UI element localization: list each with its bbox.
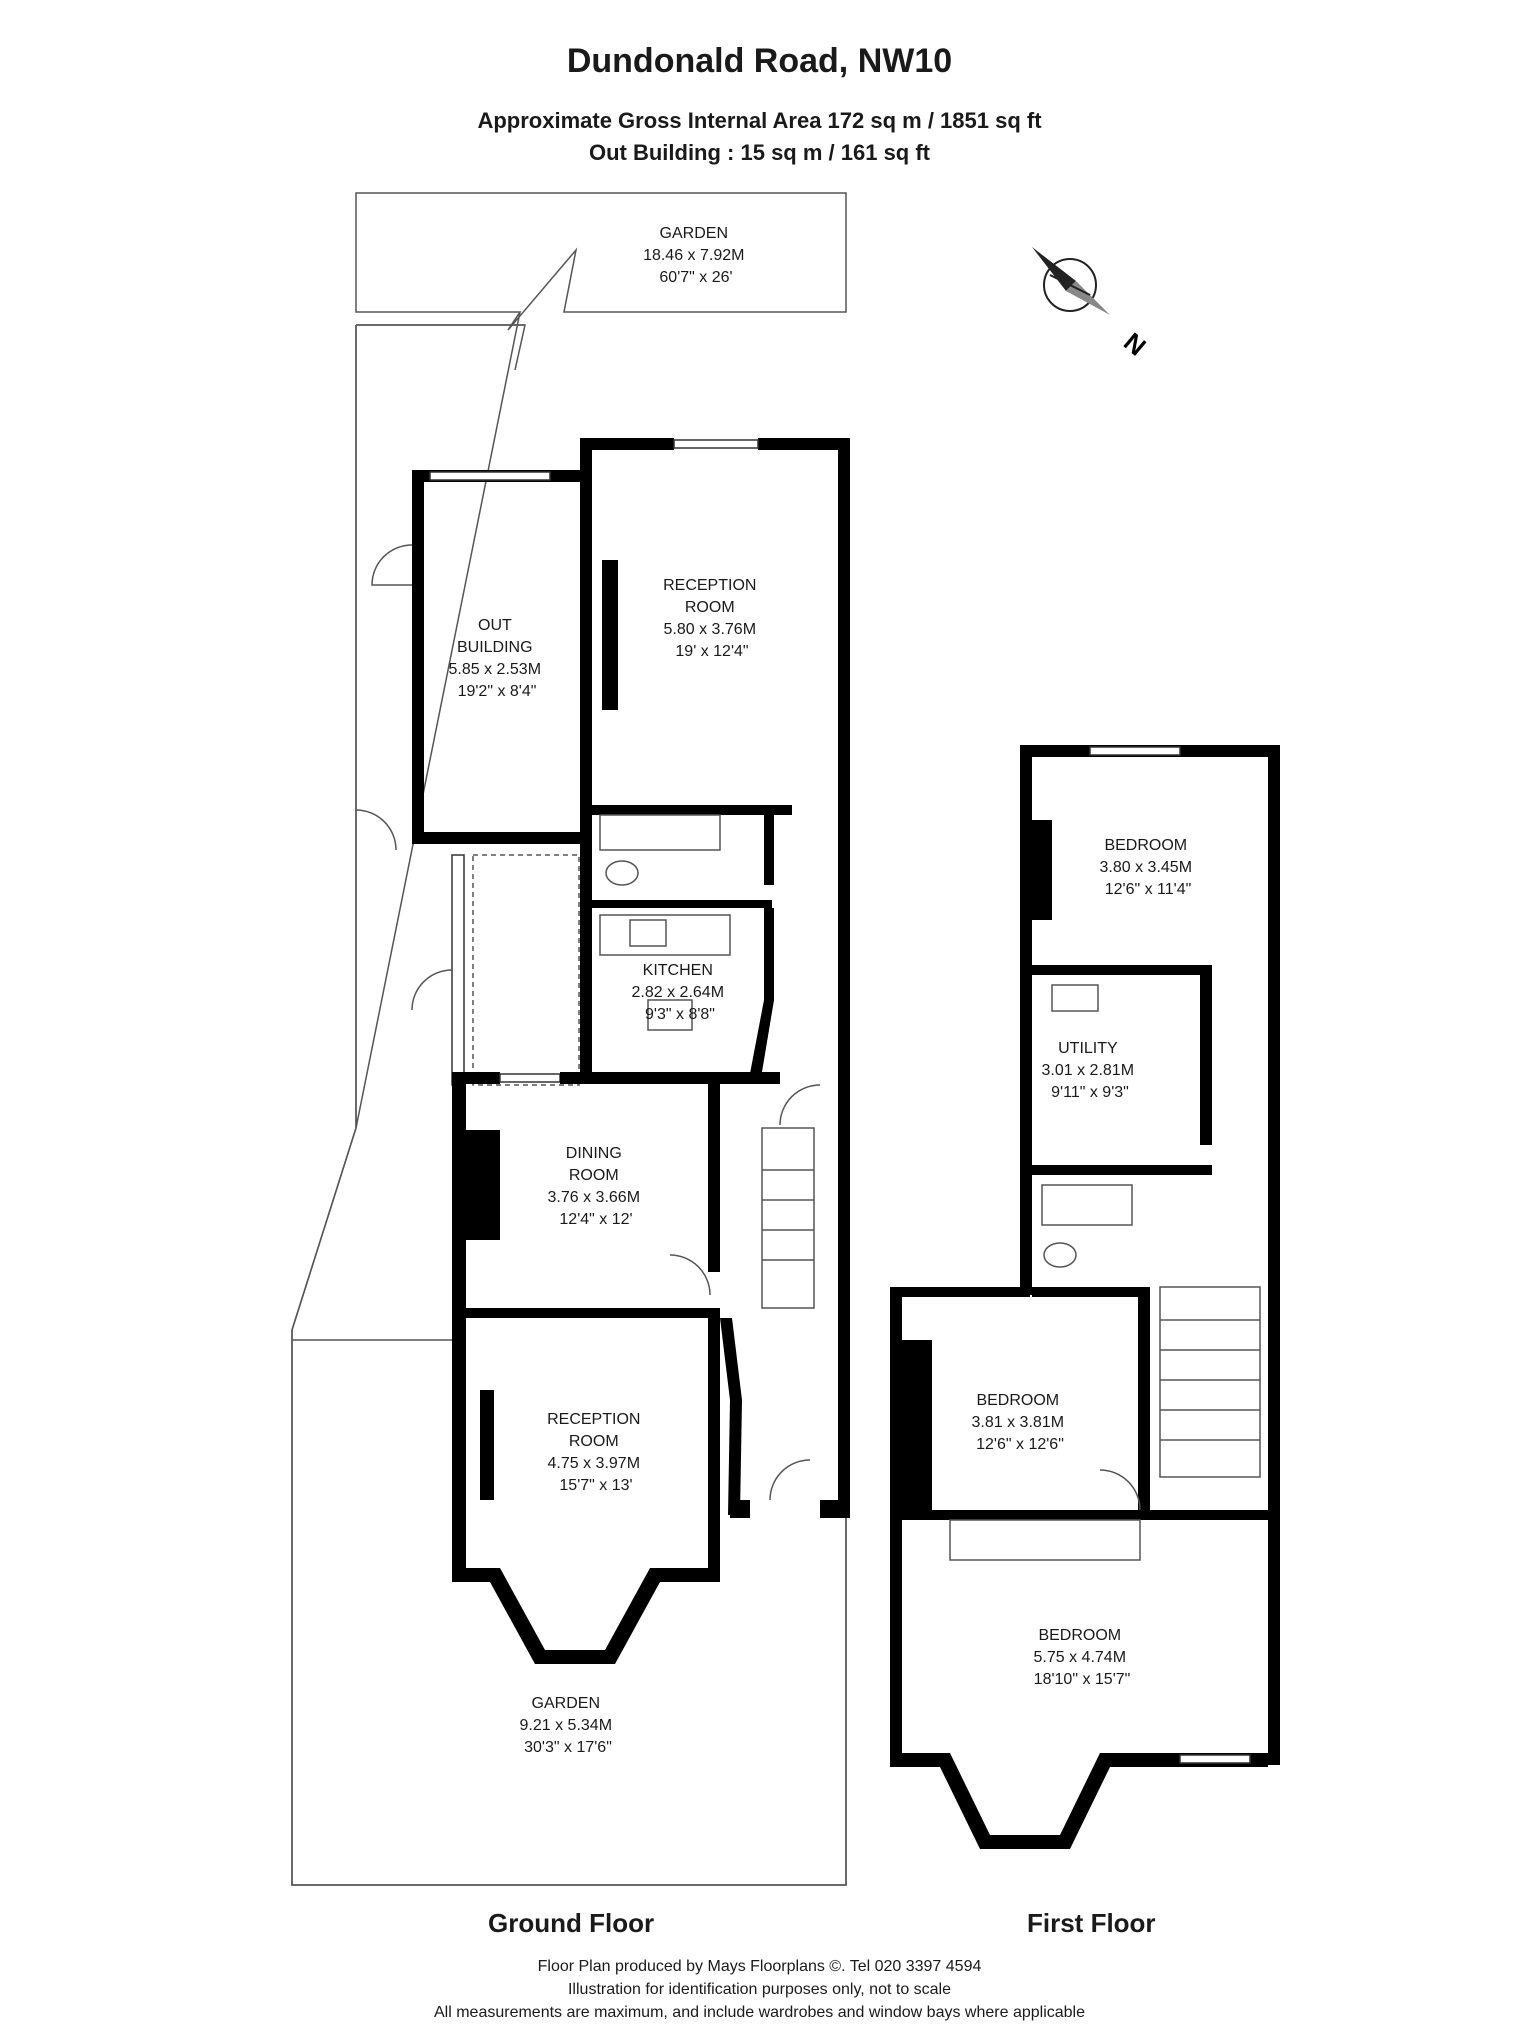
ff-wc xyxy=(1043,1242,1077,1268)
ff-wall-utility-right xyxy=(1200,975,1212,1145)
ff-chimney-rear xyxy=(1032,820,1052,920)
room-out-building: OUT BUILDING 5.85 x 2.53M 19'2" x 8'4" xyxy=(449,617,546,700)
wall-porch-left xyxy=(730,1500,750,1518)
compass-icon xyxy=(1032,247,1110,315)
hall-door xyxy=(779,1084,821,1126)
footer-credit: Floor Plan produced by Mays Floorplans ©… xyxy=(537,1958,982,1975)
page-title: Dundonald Road, NW10 xyxy=(566,42,953,80)
kitchen-worktop xyxy=(599,914,731,956)
ff-wall-mid-right xyxy=(1138,1290,1150,1520)
staircase xyxy=(761,1127,815,1309)
ff-chimney-mid xyxy=(902,1340,932,1520)
bathtub xyxy=(599,814,721,851)
room-garden-front: GARDEN 9.21 x 5.34M 30'3" x 17'6" xyxy=(520,1695,617,1756)
ff-wall-bath-bottom xyxy=(1032,1287,1150,1297)
wall-reception-front-bay xyxy=(452,1318,720,1664)
room-reception-rear: RECEPTION ROOM 5.80 x 3.76M 19' x 12'4" xyxy=(663,577,761,660)
wc xyxy=(605,860,639,886)
footer-disclaimer: Illustration for identification purposes… xyxy=(567,1981,952,1998)
room-dining: DINING ROOM 3.76 x 3.66M 12'4" x 12' xyxy=(548,1145,645,1228)
chimney-breast-dining xyxy=(466,1130,500,1240)
wall-outbuilding-left xyxy=(412,470,424,840)
wall-reception-top-right xyxy=(758,438,850,450)
ff-wall-mid-bottom xyxy=(902,1510,1272,1520)
side-passage-outline xyxy=(291,311,847,1886)
kitchen-sink xyxy=(629,919,667,947)
room-reception-front: RECEPTION ROOM 4.75 x 3.97M 15'7" x 13' xyxy=(547,1411,645,1494)
front-garden-boundary xyxy=(291,1127,847,1886)
compass-north-label: N xyxy=(1118,327,1152,362)
first-floor-label: First Floor xyxy=(1027,1908,1156,1938)
ff-wall-utility-bath xyxy=(1032,1165,1212,1175)
room-bedroom-rear: BEDROOM 3.80 x 3.45M 12'6" x 11'4" xyxy=(1100,837,1197,898)
room-bedroom-front: BEDROOM 5.75 x 4.74M 18'10" x 15'7" xyxy=(1034,1627,1131,1688)
ff-bedroom-mid-door xyxy=(1099,1469,1141,1511)
side-return-glazing xyxy=(472,854,580,1086)
wall-dining-bottom xyxy=(466,1308,720,1318)
ground-floor-label: Ground Floor xyxy=(488,1908,655,1938)
ff-wall-front-bay xyxy=(890,1510,1268,1849)
outbuilding-area-line: Out Building : 15 sq m / 161 sq ft xyxy=(588,140,931,165)
wall-right-main xyxy=(838,438,850,1518)
room-garden-top: GARDEN 18.46 x 7.92M 60'7" x 26' xyxy=(643,225,749,286)
wall-dining-top-mid xyxy=(560,1072,582,1084)
wall-reception-bottom xyxy=(592,805,792,815)
outbuilding-window xyxy=(429,471,551,481)
wall-porch-right xyxy=(820,1500,850,1518)
ff-wall-bed-utility xyxy=(1032,965,1212,975)
room-bedroom-mid: BEDROOM 3.81 x 3.81M 12'6" x 12'6" xyxy=(972,1392,1069,1453)
front-door xyxy=(769,1459,811,1501)
dining-window xyxy=(499,1073,561,1083)
ff-wardrobe xyxy=(949,1519,1141,1561)
wall-reception-left xyxy=(580,438,592,818)
wall-reception-top-left xyxy=(580,438,674,450)
wall-bath-right xyxy=(764,805,774,885)
wall-bath-kitchen xyxy=(592,900,772,908)
french-doors xyxy=(673,439,759,449)
room-kitchen: KITCHEN 2.82 x 2.64M 9'3" x 8'8" xyxy=(632,962,729,1023)
outbuilding-door xyxy=(371,544,413,586)
dining-door xyxy=(669,1254,711,1296)
kitchen-hob xyxy=(647,999,693,1031)
ff-front-window xyxy=(1179,1754,1251,1764)
wall-kitchen-bottom xyxy=(580,1072,780,1084)
stair-treads xyxy=(762,1169,814,1261)
wall-hall-angled xyxy=(720,1318,742,1515)
gross-area-line: Approximate Gross Internal Area 172 sq m… xyxy=(477,108,1042,133)
ff-staircase xyxy=(1159,1286,1261,1478)
side-door xyxy=(411,969,453,1011)
ff-utility-sink xyxy=(1051,984,1099,1012)
ff-wall-left-upper xyxy=(1020,745,1032,1295)
wall-outbuilding-bottom xyxy=(412,832,592,844)
wall-dining-right xyxy=(708,1072,720,1272)
wall-dining-top-left xyxy=(466,1072,500,1084)
wall-kitchen-angled xyxy=(748,908,774,1084)
garden-top-outline xyxy=(355,192,847,331)
room-utility: UTILITY 3.01 x 2.81M 9'11" x 9'3" xyxy=(1042,1040,1139,1101)
ff-bedroom-rear-window xyxy=(1089,746,1181,756)
ff-stair-treads xyxy=(1160,1319,1260,1441)
ff-wall-mid-top xyxy=(902,1287,1030,1297)
chimney-breast-reception xyxy=(602,560,618,710)
side-return-window xyxy=(451,854,465,1086)
chimney-breast-front xyxy=(480,1390,494,1500)
footer-measurements-note: All measurements are maximum, and includ… xyxy=(434,2004,1085,2021)
ff-wall-right xyxy=(1268,745,1280,1765)
ff-bathtub xyxy=(1041,1184,1133,1226)
garden-gate xyxy=(355,809,397,851)
wall-kitchen-left xyxy=(580,805,592,1075)
